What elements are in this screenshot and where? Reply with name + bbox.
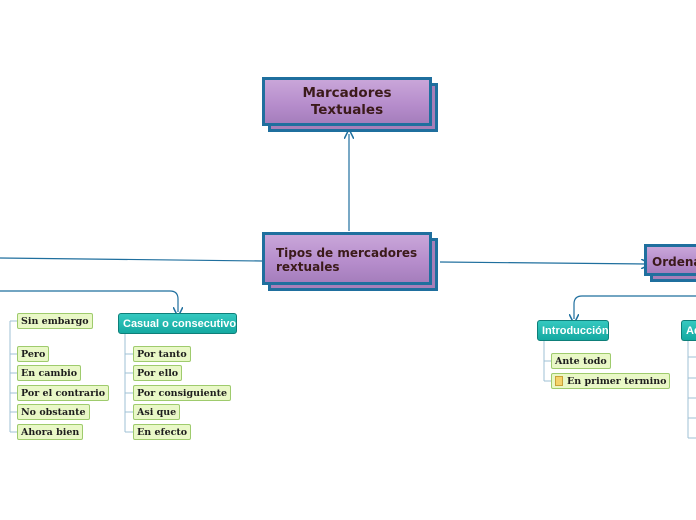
note-icon (555, 376, 563, 386)
list-item-label: No obstante (21, 406, 86, 418)
list-item-label: En cambio (21, 367, 78, 379)
list-item-label: Por ello (137, 367, 179, 379)
list-item-label: Asi que (137, 406, 177, 418)
list-item-left-5[interactable]: Ahora bien (17, 424, 84, 440)
list-item-label: En efecto (137, 426, 188, 438)
list-item-left-1[interactable]: Pero (17, 346, 50, 362)
category-introduccion[interactable]: Introducción (537, 320, 609, 341)
category-partial-right-label: Ad (686, 324, 696, 337)
list-item-casual-3[interactable]: Asi que (133, 404, 181, 420)
list-item-label: Por tanto (137, 348, 187, 360)
ordena-node[interactable]: Ordena (644, 244, 696, 276)
center-title-line1: Tipos de mercadores (276, 246, 418, 260)
category-introduccion-label: Introducción (542, 324, 609, 337)
list-item-casual-4[interactable]: En efecto (133, 424, 192, 440)
ordena-title: Ordena (652, 255, 696, 269)
list-item-label: Sin embargo (21, 315, 89, 327)
root-title-line1: Marcadores (302, 84, 392, 101)
root-node[interactable]: Marcadores Textuales (262, 77, 432, 126)
category-casual[interactable]: Casual o consecutivo (118, 313, 237, 334)
root-title-line2: Textuales (310, 101, 384, 118)
list-item-label: Pero (21, 348, 46, 360)
center-node[interactable]: Tipos de mercadores rextuales (262, 232, 432, 285)
list-item-casual-1[interactable]: Por ello (133, 365, 183, 381)
list-item-left-0[interactable]: Sin embargo (17, 313, 93, 329)
list-item-intro-0[interactable]: Ante todo (551, 353, 611, 369)
list-item-label: En primer termino (567, 375, 667, 387)
list-item-label: Ante todo (555, 355, 607, 367)
list-item-intro-1[interactable]: En primer termino (551, 373, 671, 389)
list-item-left-3[interactable]: Por el contrario (17, 385, 110, 401)
category-casual-label: Casual o consecutivo (123, 317, 237, 330)
list-item-label: Ahora bien (21, 426, 80, 438)
list-item-casual-2[interactable]: Por consiguiente (133, 385, 232, 401)
list-item-left-4[interactable]: No obstante (17, 404, 90, 420)
center-title-line2: rextuales (276, 260, 340, 274)
category-partial-right[interactable]: Ad (681, 320, 696, 341)
list-item-left-2[interactable]: En cambio (17, 365, 82, 381)
list-item-label: Por consiguiente (137, 387, 228, 399)
list-item-label: Por el contrario (21, 387, 106, 399)
list-item-casual-0[interactable]: Por tanto (133, 346, 191, 362)
